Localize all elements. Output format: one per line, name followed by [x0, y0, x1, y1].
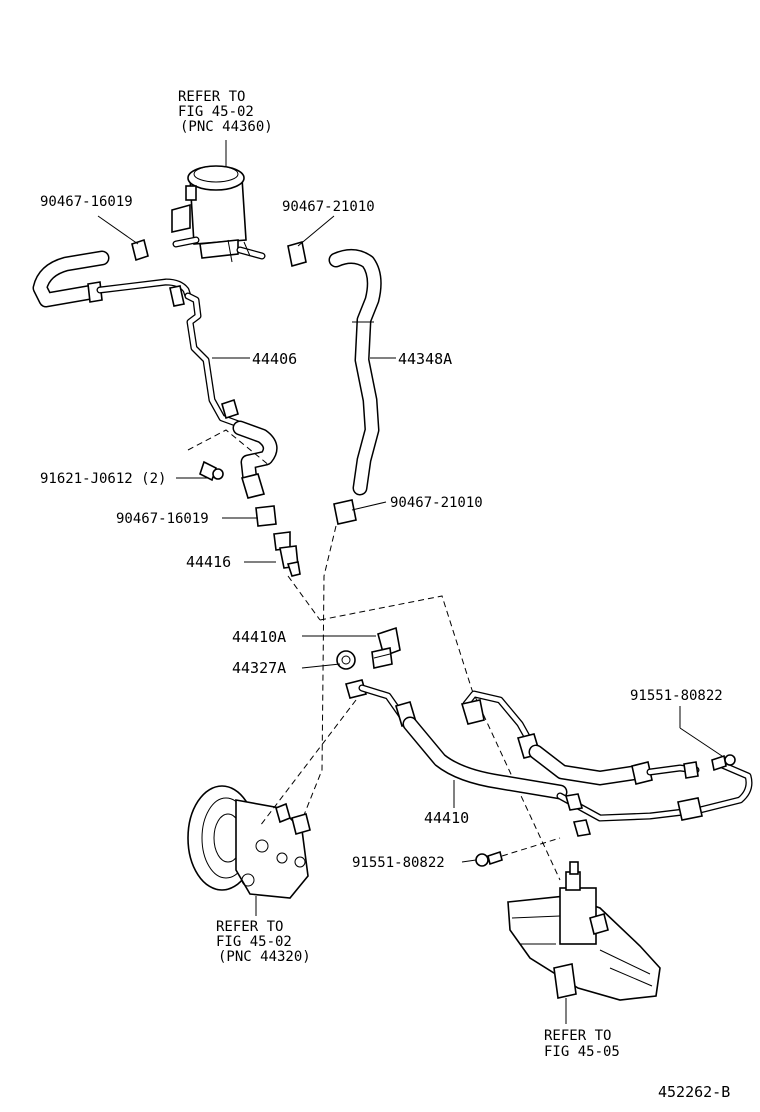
label-gasket-44327a: 44327A — [232, 659, 286, 677]
label-hose-44410: 44410 — [424, 809, 469, 827]
dash-pump — [259, 699, 357, 827]
gear-ref-line1: REFER TO — [544, 1028, 611, 1044]
dash-bolt-91621 — [187, 429, 271, 467]
clamp-low-right — [333, 499, 357, 525]
bolt-91551-right — [711, 754, 736, 772]
pump-ref-line1: REFER TO — [216, 919, 283, 935]
union-44416 — [273, 531, 301, 577]
label-tube-44406: 44406 — [252, 350, 297, 368]
label-union-44416: 44416 — [186, 553, 231, 571]
clamp-top-left — [131, 238, 149, 262]
clamp-low-left — [255, 505, 277, 527]
reservoir-ref-line1: REFER TO — [178, 89, 245, 105]
pump-ref-line3: (PNC 44320) — [218, 949, 311, 965]
reservoir-tank — [171, 165, 266, 263]
steering-gear — [507, 861, 661, 1001]
dash-center — [297, 525, 337, 831]
leader-lines — [97, 215, 723, 1024]
hose-44410-drawing — [345, 679, 753, 837]
illustration-code: 452262-B — [658, 1083, 730, 1101]
dash-bolt-91551-left — [501, 837, 561, 857]
label-clamp-21010-top: 90467-21010 — [282, 199, 375, 215]
gasket-44327a — [336, 650, 356, 670]
label-bolt-80822-left: 91551-80822 — [352, 855, 445, 871]
label-bolt-44410a: 44410A — [232, 628, 286, 646]
label-hose-44348a: 44348A — [398, 350, 452, 368]
label-clamp-16019-top: 90467-16019 — [40, 194, 133, 210]
pump-ref-line2: FIG 45-02 — [216, 934, 292, 950]
hose-44348a-drawing — [328, 249, 382, 496]
reservoir-ref-line3: (PNC 44360) — [180, 119, 273, 135]
label-clamp-16019-low: 90467-16019 — [116, 511, 209, 527]
dash-to-gear — [319, 595, 561, 881]
power-steering-pump — [187, 785, 311, 899]
bolt-91621 — [199, 460, 224, 482]
tube-44406-drawing — [32, 250, 278, 499]
label-bolt-80822-right: 91551-80822 — [630, 688, 723, 704]
clamp-top-right — [287, 240, 307, 268]
label-clamp-21010-low: 90467-21010 — [390, 495, 483, 511]
reservoir-ref-line2: FIG 45-02 — [178, 104, 254, 120]
dash-union — [287, 575, 321, 621]
label-bolt-j0612: 91621-J0612 (2) — [40, 471, 166, 487]
bolt-91551-left — [475, 850, 503, 867]
bolt-44410a — [371, 626, 401, 669]
gear-ref-line2: FIG 45-05 — [544, 1044, 620, 1060]
